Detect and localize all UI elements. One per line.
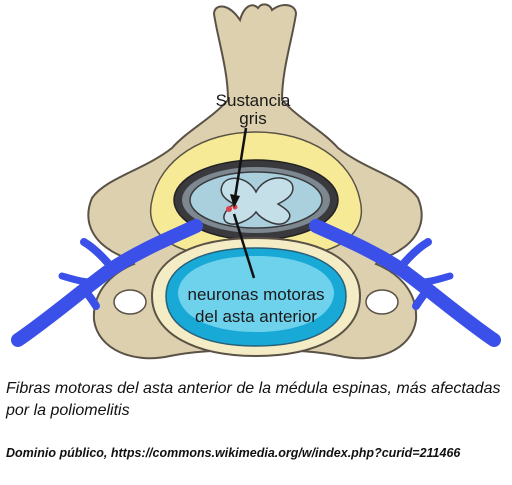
vertebral-body-highlight: [178, 256, 334, 332]
motor-neuron-label-line1: neuronas motoras: [187, 285, 324, 304]
motor-neuron-pointer: [232, 213, 256, 279]
gray-matter-pointer: [232, 127, 248, 205]
gray-matter-label-line1: Sustancia: [216, 91, 291, 110]
gray-matter-butterfly: [220, 177, 294, 225]
gray-matter-arrowhead: [230, 194, 240, 208]
motor-neuron-dot: [226, 206, 232, 212]
gray-matter-label-line2: gris: [239, 109, 266, 128]
nerve-root-left: [11, 219, 203, 347]
figure-caption: Fibras motoras del asta anterior de la m…: [6, 380, 501, 419]
transverse-foramen-left: [113, 289, 147, 315]
transverse-foramen-right: [365, 289, 399, 315]
motor-neuron-label-line2: del asta anterior: [195, 307, 317, 326]
nerve-root-right: [309, 219, 501, 347]
spinal-vertebra-diagram: Sustancia gris neuronas motoras del asta…: [11, 3, 501, 360]
image-credit: Dominio público, https://commons.wikimed…: [6, 446, 461, 460]
